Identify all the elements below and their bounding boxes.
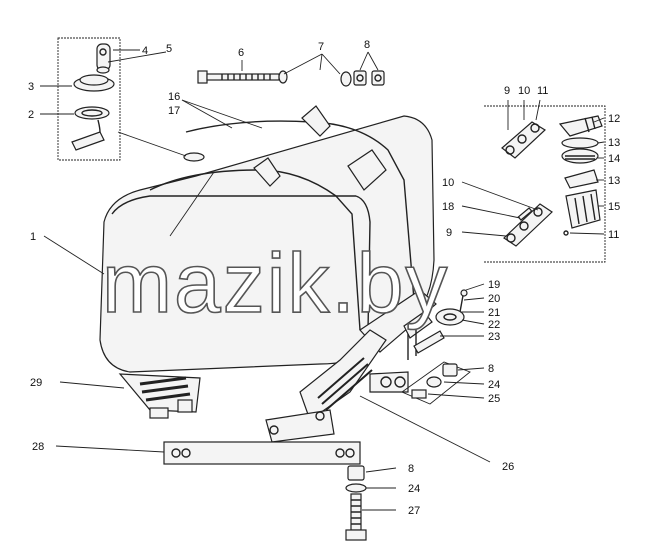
callout-18: 18 bbox=[442, 201, 454, 213]
callout-21: 21 bbox=[488, 307, 500, 319]
callout-10-bottom: 10 bbox=[442, 177, 454, 189]
callout-4: 4 bbox=[142, 45, 148, 57]
callout-9-bottom: 9 bbox=[446, 227, 452, 239]
callout-11-bottom: 11 bbox=[608, 229, 619, 241]
callout-24-bottom: 24 bbox=[408, 483, 420, 495]
callout-20: 20 bbox=[488, 293, 500, 305]
mounting-bracket bbox=[265, 289, 437, 443]
small-hardware-19-23 bbox=[413, 289, 468, 354]
callout-11-top: 11 bbox=[537, 85, 548, 97]
bottom-bolt-assembly bbox=[345, 465, 367, 541]
bolt-part-6 bbox=[197, 70, 288, 84]
callout-16: 16 bbox=[168, 91, 180, 103]
tank-straps bbox=[149, 105, 415, 331]
callout-17: 17 bbox=[168, 105, 180, 117]
callout-22: 22 bbox=[488, 319, 500, 331]
callout-12: 12 bbox=[608, 113, 620, 125]
callout-23: 23 bbox=[488, 331, 500, 343]
fuel-tank-body bbox=[99, 115, 435, 419]
callout-8-right: 8 bbox=[488, 363, 494, 375]
callout-24-right: 24 bbox=[488, 379, 500, 391]
callout-8-bottom: 8 bbox=[408, 463, 414, 475]
callout-29: 29 bbox=[30, 377, 42, 389]
callout-14: 14 bbox=[608, 153, 620, 165]
callout-9-top: 9 bbox=[504, 85, 510, 97]
hardware-8-24-25 bbox=[401, 361, 471, 405]
callout-27: 27 bbox=[408, 505, 420, 517]
callout-25: 25 bbox=[488, 393, 500, 405]
callout-labels: 4 5 3 2 6 7 8 16 17 9 10 11 12 13 14 13 … bbox=[28, 39, 620, 517]
callout-6: 6 bbox=[238, 47, 244, 59]
strap-clamp-inset bbox=[484, 105, 606, 263]
callout-7: 7 bbox=[318, 41, 324, 53]
callout-3: 3 bbox=[28, 81, 34, 93]
callout-13-top: 13 bbox=[608, 137, 620, 149]
callout-15: 15 bbox=[608, 201, 620, 213]
callout-26: 26 bbox=[502, 461, 514, 473]
callout-13-bottom: 13 bbox=[608, 175, 620, 187]
nuts-part-7-8 bbox=[340, 70, 385, 87]
bar-part-28 bbox=[163, 441, 361, 465]
watermark-text: mazik.by bbox=[102, 236, 449, 330]
filler-cap-inset bbox=[57, 37, 121, 161]
callout-1: 1 bbox=[30, 231, 36, 243]
leader-lines bbox=[40, 49, 605, 511]
callout-19: 19 bbox=[488, 279, 500, 291]
callout-10-top: 10 bbox=[518, 85, 530, 97]
callout-2: 2 bbox=[28, 109, 34, 121]
callout-5: 5 bbox=[166, 43, 172, 55]
callout-28: 28 bbox=[32, 441, 44, 453]
callout-8-top: 8 bbox=[364, 39, 370, 51]
